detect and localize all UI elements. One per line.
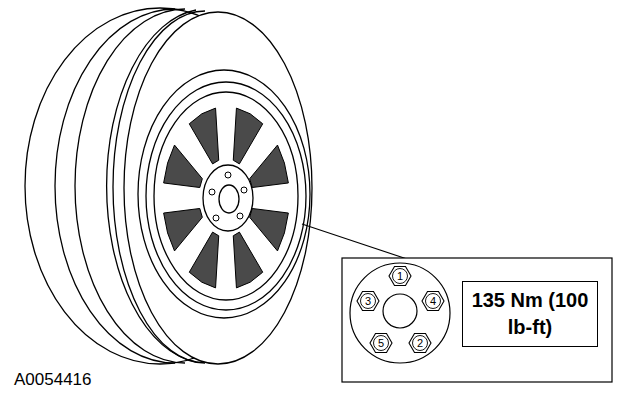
wheel-window bbox=[164, 208, 203, 250]
rim-outer bbox=[146, 82, 306, 310]
lug-nut-symbol: 4 bbox=[421, 289, 445, 313]
callout-number: 3 bbox=[356, 289, 380, 313]
tire-bead bbox=[138, 70, 310, 318]
callout-number: 4 bbox=[421, 289, 445, 313]
callout-number: 1 bbox=[388, 264, 412, 288]
lug-nut bbox=[225, 172, 231, 178]
torque-spec: 135 Nm (100 lb-ft) bbox=[472, 289, 589, 338]
center-cap bbox=[219, 185, 239, 213]
wheel-window bbox=[233, 232, 262, 288]
tire bbox=[25, 8, 312, 364]
hub bbox=[203, 165, 253, 231]
callout-number: 2 bbox=[408, 331, 432, 355]
lug-nut-symbol: 1 bbox=[388, 264, 412, 288]
rim-inner bbox=[154, 92, 298, 300]
wheel-window bbox=[189, 232, 218, 288]
center-bore bbox=[383, 294, 417, 328]
lug-nuts bbox=[209, 172, 247, 221]
lug-nut-symbol: 5 bbox=[369, 331, 393, 355]
hub-face bbox=[350, 263, 450, 363]
lug-nut bbox=[213, 215, 219, 221]
wheel-windows bbox=[164, 108, 289, 288]
lug-nut bbox=[209, 189, 215, 195]
lug-nut-symbol: 2 bbox=[408, 331, 432, 355]
wheel bbox=[146, 82, 306, 310]
wheel-window bbox=[164, 145, 203, 187]
wheel-window bbox=[233, 108, 262, 164]
wheel-window bbox=[250, 208, 289, 250]
callout-frame bbox=[342, 258, 612, 382]
lug-nut-symbol: 3 bbox=[356, 289, 380, 313]
lug-nut bbox=[241, 187, 247, 193]
figure-id: A0054416 bbox=[14, 370, 92, 390]
wheel-window bbox=[189, 108, 218, 164]
tire-sidewall bbox=[124, 12, 312, 364]
wheel-window bbox=[250, 145, 289, 187]
torque-box: 135 Nm (100 lb-ft) bbox=[462, 281, 598, 347]
lug-nut bbox=[237, 213, 243, 219]
callout-number: 5 bbox=[369, 331, 393, 355]
